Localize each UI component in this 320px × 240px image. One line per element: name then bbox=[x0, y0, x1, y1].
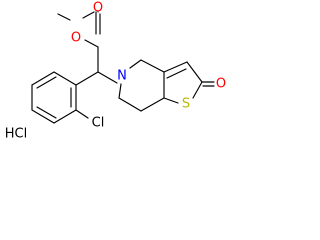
bond-ph-1 bbox=[53, 71, 77, 86]
carbonyl-oxygen-label: O bbox=[93, 1, 103, 16]
bond-ch2a-c3a bbox=[140, 59, 165, 73]
bond-c3a-c3-inner bbox=[166, 68, 187, 79]
structure-canvas: O O N S O Cl HCl bbox=[0, 0, 233, 153]
sulfur-label: S bbox=[182, 97, 190, 112]
bond-ph-inner-1 bbox=[36, 76, 57, 89]
ester-oxygen-label: O bbox=[71, 31, 81, 46]
bond-ph-5 bbox=[53, 109, 77, 124]
bond-methyl-o bbox=[57, 13, 71, 21]
chemical-structure-diagram: O O N S O Cl HCl bbox=[5, 1, 226, 142]
bond-s-c7a bbox=[163, 97, 179, 104]
bond-ph-4 bbox=[31, 109, 55, 124]
ketone-oxygen-label: O bbox=[216, 77, 226, 92]
bond-ph-inner-2 bbox=[36, 106, 57, 119]
bond-ph-cl bbox=[75, 109, 89, 119]
bond-o-carbonyl-c bbox=[82, 11, 95, 19]
bond-c3a-c3 bbox=[163, 61, 188, 73]
bond-group bbox=[31, 11, 215, 124]
hcl-salt-label: HCl bbox=[5, 127, 27, 142]
bond-ch2b-ch2c bbox=[118, 97, 142, 112]
bond-n-ch2a bbox=[129, 59, 142, 69]
bond-alpha-n bbox=[97, 71, 118, 84]
bond-c2-s bbox=[192, 81, 203, 99]
bond-ester-c-o1 bbox=[84, 39, 99, 48]
chlorine-label: Cl bbox=[92, 116, 105, 131]
bond-ch2c-n bbox=[118, 83, 122, 99]
bond-ph-2 bbox=[31, 71, 55, 86]
bond-alpha-phenyl bbox=[75, 71, 99, 86]
nitrogen-label: N bbox=[117, 69, 127, 84]
bond-c7a-ch2b bbox=[140, 97, 165, 112]
bond-c3-c2 bbox=[186, 61, 203, 83]
